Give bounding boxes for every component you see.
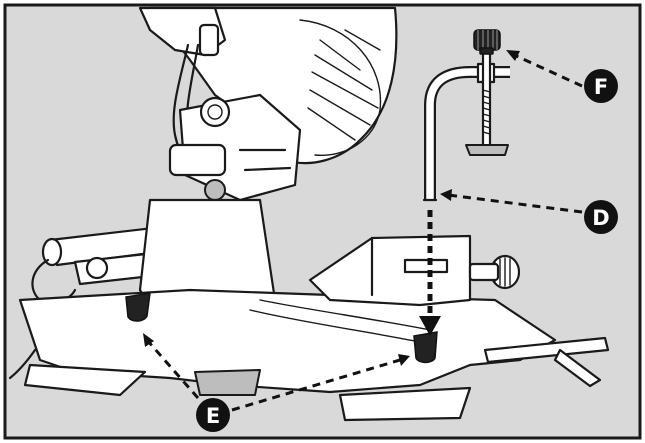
callout-E: E [196, 398, 230, 432]
leader-E-left [143, 333, 200, 399]
right-lock-knob [468, 254, 521, 290]
arm-detail-lines [238, 148, 292, 172]
rail-knob [85, 256, 109, 280]
fence-slot [403, 258, 449, 274]
blade-guard-curve [299, 19, 382, 156]
bevel-knob [204, 179, 226, 201]
slide-rail-end [41, 237, 63, 267]
clamp-rod [426, 68, 510, 200]
front-left-foot [23, 363, 147, 397]
arrow-D-to-clamp-hole [419, 210, 441, 336]
callout-F-label: F [594, 75, 608, 99]
leader-E-right [231, 354, 410, 412]
clamp-hole-right [413, 331, 438, 364]
clamp-foot-pad [465, 144, 509, 156]
leader-D [440, 189, 583, 214]
turntable-arc-2 [249, 309, 421, 343]
callout-E-label: E [206, 404, 220, 428]
clamp-illustration [422, 29, 510, 202]
callout-D-label: D [592, 206, 609, 230]
right-extension-rail [483, 336, 610, 364]
miter-saw-illustration [8, 6, 610, 422]
leader-F [506, 50, 583, 88]
callout-F: F [584, 69, 618, 103]
front-right-foot [338, 386, 472, 422]
front-center-foot [194, 369, 261, 396]
motor-cap [198, 23, 220, 57]
arm-clamp-block [168, 143, 227, 177]
clamp-knob [473, 29, 501, 55]
callout-D: D [584, 200, 618, 234]
cord-end [8, 348, 37, 380]
clamp-screw [481, 48, 492, 152]
blade-guard-ribs [307, 29, 381, 141]
right-extension-arm [553, 348, 602, 388]
turntable-arc [259, 299, 431, 331]
arm-pivot-knob [199, 96, 231, 128]
clamp-hole-left [125, 292, 151, 322]
